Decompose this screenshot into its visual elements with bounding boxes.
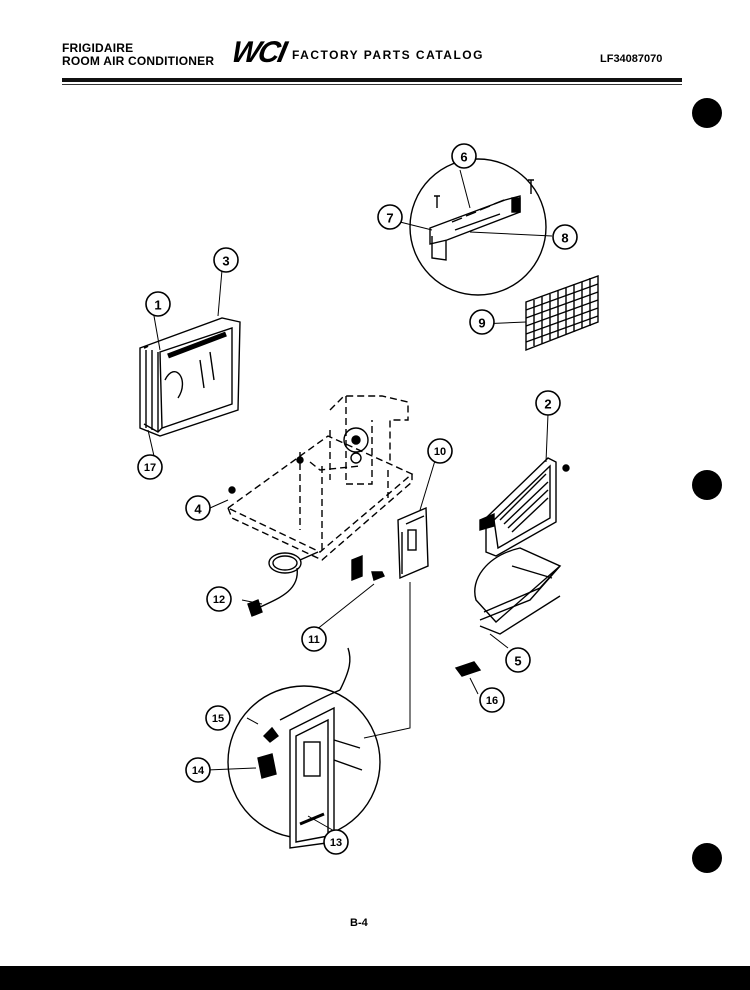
callout-label-10: 10 bbox=[434, 446, 446, 458]
callout-label-8: 8 bbox=[561, 231, 568, 246]
callout-label-7: 7 bbox=[386, 211, 393, 226]
base-pan-dashed bbox=[226, 395, 414, 561]
callout-5 bbox=[505, 647, 531, 673]
evaporator-coil bbox=[479, 457, 570, 557]
filter-grid bbox=[525, 275, 599, 352]
header-brand-block: FRIGIDAIRE ROOM AIR CONDITIONER bbox=[62, 42, 214, 68]
power-cord bbox=[247, 551, 319, 617]
callout-12 bbox=[206, 586, 232, 612]
header-rule-thin bbox=[62, 84, 682, 85]
page-number: B-4 bbox=[350, 917, 368, 929]
callout-label-11: 11 bbox=[308, 634, 320, 646]
callout-16 bbox=[479, 687, 505, 713]
callout-2 bbox=[535, 390, 561, 416]
callout-label-13: 13 bbox=[330, 837, 342, 849]
callout-label-9: 9 bbox=[478, 316, 485, 331]
fan-hub bbox=[343, 427, 369, 453]
callout-13 bbox=[323, 829, 349, 855]
callout-label-4: 4 bbox=[194, 502, 202, 517]
clip-part bbox=[454, 661, 482, 677]
control-panel bbox=[257, 647, 363, 849]
callout-6 bbox=[451, 143, 477, 169]
callout-10 bbox=[427, 438, 453, 464]
punch-hole-middle bbox=[692, 470, 722, 500]
callout-circles bbox=[137, 143, 578, 855]
callout-8 bbox=[552, 224, 578, 250]
callout-7 bbox=[377, 204, 403, 230]
leader-lines bbox=[147, 169, 553, 833]
scan-border-bottom bbox=[0, 966, 750, 990]
callout-9 bbox=[469, 309, 495, 335]
punch-hole-bottom bbox=[692, 843, 722, 873]
catalog-title: FACTORY PARTS CATALOG bbox=[292, 48, 484, 62]
brand-name: FRIGIDAIRE bbox=[62, 41, 134, 55]
callout-label-6: 6 bbox=[460, 150, 467, 165]
callout-label-5: 5 bbox=[514, 654, 521, 669]
callout-11 bbox=[301, 626, 327, 652]
callout-15 bbox=[205, 705, 231, 731]
detail-circle-bracket bbox=[409, 158, 547, 296]
punch-hole-top bbox=[692, 98, 722, 128]
callout-4 bbox=[185, 495, 211, 521]
callout-label-2: 2 bbox=[544, 397, 551, 412]
callout-label-17: 17 bbox=[144, 462, 156, 474]
bracket-part bbox=[429, 179, 534, 261]
callout-label-3: 3 bbox=[222, 254, 229, 269]
drain-tray bbox=[474, 547, 562, 635]
header-rule bbox=[62, 78, 682, 82]
control-box bbox=[351, 506, 429, 582]
callout-1 bbox=[145, 291, 171, 317]
callout-3 bbox=[213, 247, 239, 273]
callout-17 bbox=[137, 454, 163, 480]
model-number: LF34087070 bbox=[600, 53, 663, 65]
callout-14 bbox=[185, 757, 211, 783]
front-panel bbox=[139, 317, 241, 437]
product-name: ROOM AIR CONDITIONER bbox=[62, 54, 215, 68]
callout-label-1: 1 bbox=[154, 298, 161, 313]
callout-label-16: 16 bbox=[486, 695, 498, 707]
callout-label-14: 14 bbox=[192, 765, 205, 777]
callout-label-12: 12 bbox=[213, 594, 225, 606]
callout-label-15: 15 bbox=[212, 713, 224, 725]
